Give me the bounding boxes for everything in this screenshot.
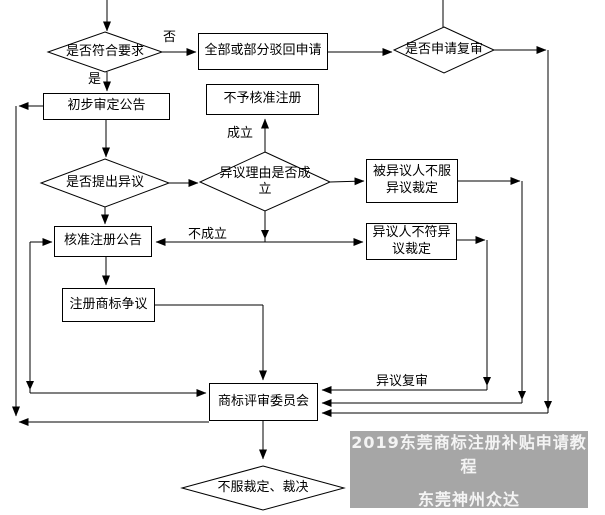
node-opposed-party-refuses-ruling: 被异议人不服异议裁定 — [366, 159, 458, 203]
corner-arrow-right-rail — [544, 401, 552, 410]
corner-arrow-mid-rail — [518, 391, 526, 400]
decision-refuse-ruling — [180, 465, 346, 511]
edge-grounds-to-opposed-box — [329, 177, 365, 186]
corner-arrow-grounds — [261, 230, 269, 239]
decision-apply-review — [392, 26, 496, 74]
corner-arrow-approve-rail — [26, 381, 34, 390]
node-opponent-refuses-ruling: 异议人不符异议裁定 — [366, 223, 457, 260]
edge-label-objection-review: 异议复审 — [376, 374, 429, 389]
decision-objection-grounds — [198, 151, 332, 212]
decision-objection-raised — [39, 158, 171, 208]
label-apply-review: 是否申请复审 — [404, 41, 483, 57]
node-preliminary-announcement: 初步审定公告 — [43, 93, 170, 120]
decision-meet-requirements — [46, 31, 164, 73]
edge-label-valid: 成立 — [227, 126, 254, 141]
watermark-title: 2019东莞商标注册补贴申请教程 — [351, 433, 587, 476]
corner-arrow-inner-rail — [483, 377, 491, 386]
edge-label-no: 否 — [163, 30, 177, 45]
watermark-company: 东莞神州众达 — [417, 490, 520, 509]
label-meet-requirements: 是否符合要求 — [65, 43, 144, 59]
label-objection-raised: 是否提出异议 — [65, 174, 144, 190]
node-approve-registration-announcement: 核准注册公告 — [54, 226, 152, 257]
node-registered-trademark-dispute: 注册商标争议 — [62, 288, 155, 322]
label-refuse-ruling: 不服裁定、裁决 — [217, 479, 309, 495]
edge-label-yes: 是 — [88, 72, 102, 87]
node-not-approve-registration: 不予核准注册 — [206, 84, 319, 115]
watermark-banner: 2019东莞商标注册补贴申请教程 东莞神州众达 — [350, 431, 588, 509]
label-objection-grounds: 异议理由是否成立 — [219, 165, 311, 197]
edge-label-invalid: 不成立 — [188, 227, 228, 242]
node-reject-application: 全部或部分驳回申请 — [198, 33, 328, 70]
node-trademark-review-committee: 商标评审委员会 — [209, 383, 318, 421]
